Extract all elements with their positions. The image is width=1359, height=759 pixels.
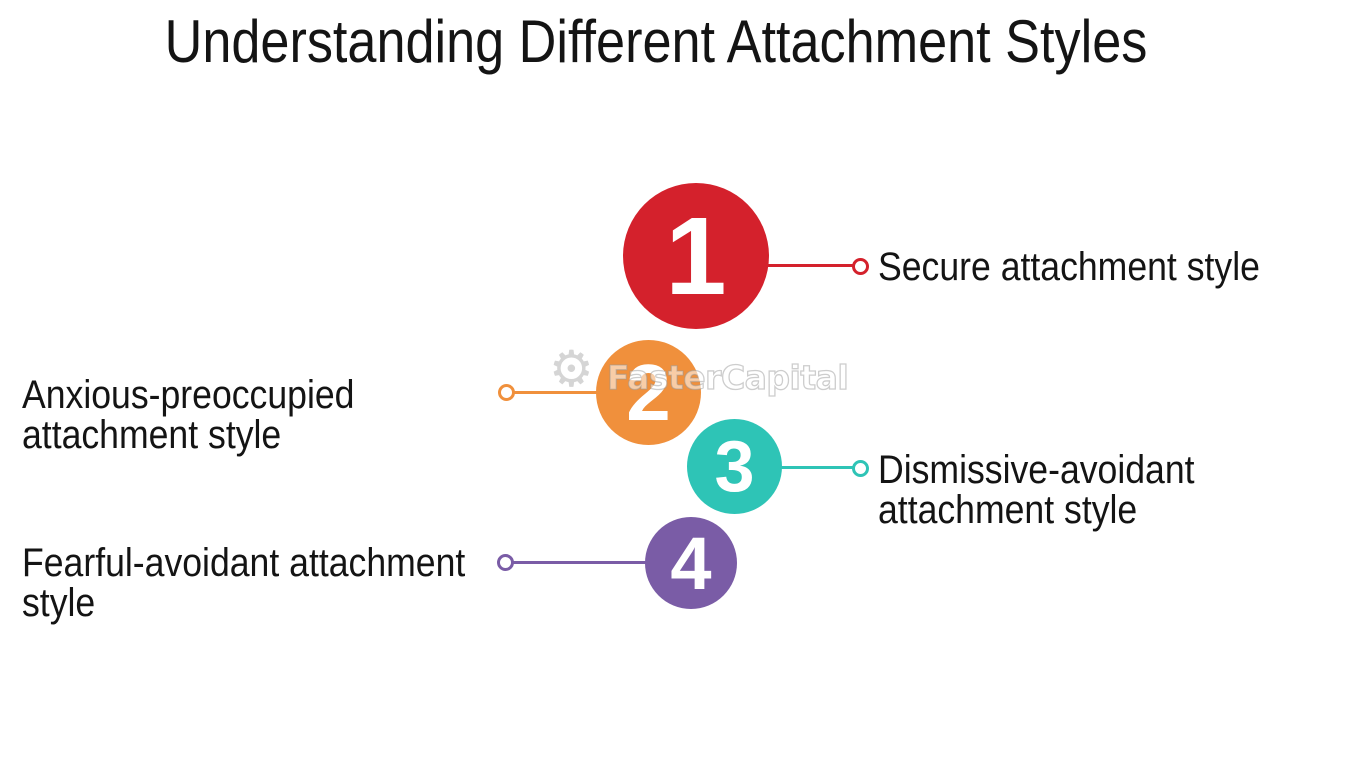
connector-ring-3	[852, 460, 869, 477]
connector-ring-2	[498, 384, 515, 401]
watermark: FasterCapital	[606, 357, 849, 397]
item-label-line: Secure attachment style	[878, 245, 1260, 289]
connector-line-1	[762, 264, 854, 267]
step-number-1: 1	[665, 194, 727, 318]
step-number-4: 4	[670, 521, 712, 605]
step-number-2: 2	[626, 347, 671, 437]
step-circle-4: 4	[645, 517, 737, 609]
item-label-line: attachment style	[878, 488, 1138, 532]
item-label-2: Anxious-preoccupied attachment style	[22, 375, 354, 455]
item-label-line: attachment style	[22, 413, 282, 457]
connector-line-4	[511, 561, 649, 564]
step-circle-1: 1	[623, 183, 769, 329]
connector-ring-1	[852, 258, 869, 275]
connector-line-2	[512, 391, 600, 394]
item-label-line: Dismissive-avoidant	[878, 448, 1195, 492]
page-title: Understanding Different Attachment Style…	[164, 8, 1148, 75]
step-circle-3: 3	[687, 419, 782, 514]
item-label-1: Secure attachment style	[878, 247, 1260, 287]
step-circle-2: 2	[596, 340, 701, 445]
item-label-line: style	[22, 581, 96, 625]
item-label-line: Fearful-avoidant attachment	[22, 541, 466, 585]
item-label-4: Fearful-avoidant attachment style	[22, 543, 465, 623]
connector-line-3	[776, 466, 854, 469]
connector-ring-4	[497, 554, 514, 571]
item-label-3: Dismissive-avoidant attachment style	[878, 450, 1195, 530]
gear-icon: ⚙	[549, 340, 594, 398]
step-number-3: 3	[714, 426, 755, 507]
item-label-line: Anxious-preoccupied	[22, 373, 355, 417]
